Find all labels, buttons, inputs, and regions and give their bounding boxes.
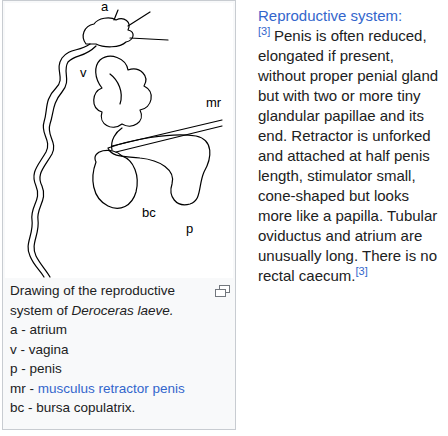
anatomy-drawing (28, 10, 222, 277)
caption-line: Drawing of the reproductive system ofDer… (10, 281, 210, 320)
section-link: Reproductive system: (258, 7, 402, 24)
caption-text: musculus retractor penis (38, 381, 185, 396)
part-letter: mr (206, 96, 221, 110)
caption-line: mr - musculus retractor penis (10, 379, 210, 399)
part-letter: a (101, 0, 108, 14)
image-ground (5, 3, 233, 278)
part-letter: v (80, 66, 87, 80)
bursa-duct (112, 128, 122, 150)
body-text: Penis is often reduced, elongated if pre… (258, 27, 438, 284)
reference-mark: [3] (356, 265, 368, 277)
bursa-outline (93, 150, 137, 208)
vagina-wall (28, 44, 90, 277)
atrium-duct (114, 10, 118, 20)
caption-text: a - atrium (10, 322, 67, 337)
frame-ground (2, 0, 236, 430)
figure-caption: Drawing of the reproductive system ofDer… (10, 281, 210, 418)
atrium-duct (128, 12, 150, 26)
oviduct-fold (110, 74, 121, 104)
penis-outline (108, 135, 210, 205)
caption-line: bc - bursa copulatrix. (10, 398, 210, 418)
retractor-muscle (116, 126, 222, 152)
caption-text: p - penis (10, 361, 62, 376)
caption-line: p - penis (10, 359, 210, 379)
atrium-outline (83, 18, 133, 47)
caption-text: v - vagina (10, 342, 69, 357)
enlarge-icon (216, 286, 230, 297)
vagina-wall (34, 46, 96, 277)
part-letter: p (186, 222, 193, 236)
figure-frame: Drawing of the reproductive system ofDer… (2, 0, 236, 430)
retractor-muscle (112, 120, 222, 146)
caption-text: bc - bursa copulatrix. (10, 400, 135, 415)
caption-text: Deroceras laeve. (72, 303, 174, 318)
caption-line: v - vagina (10, 340, 210, 360)
atrium-duct (130, 38, 168, 40)
oviduct-mass (94, 56, 152, 127)
caption-text: mr - (10, 381, 34, 396)
enlarge-icon-front (216, 290, 226, 297)
caption-line: a - atrium (10, 320, 210, 340)
reference-mark: [3] (258, 25, 270, 37)
article-text: Reproductive system:[3]Penis is often re… (258, 6, 444, 286)
part-letter: bc (142, 206, 156, 220)
